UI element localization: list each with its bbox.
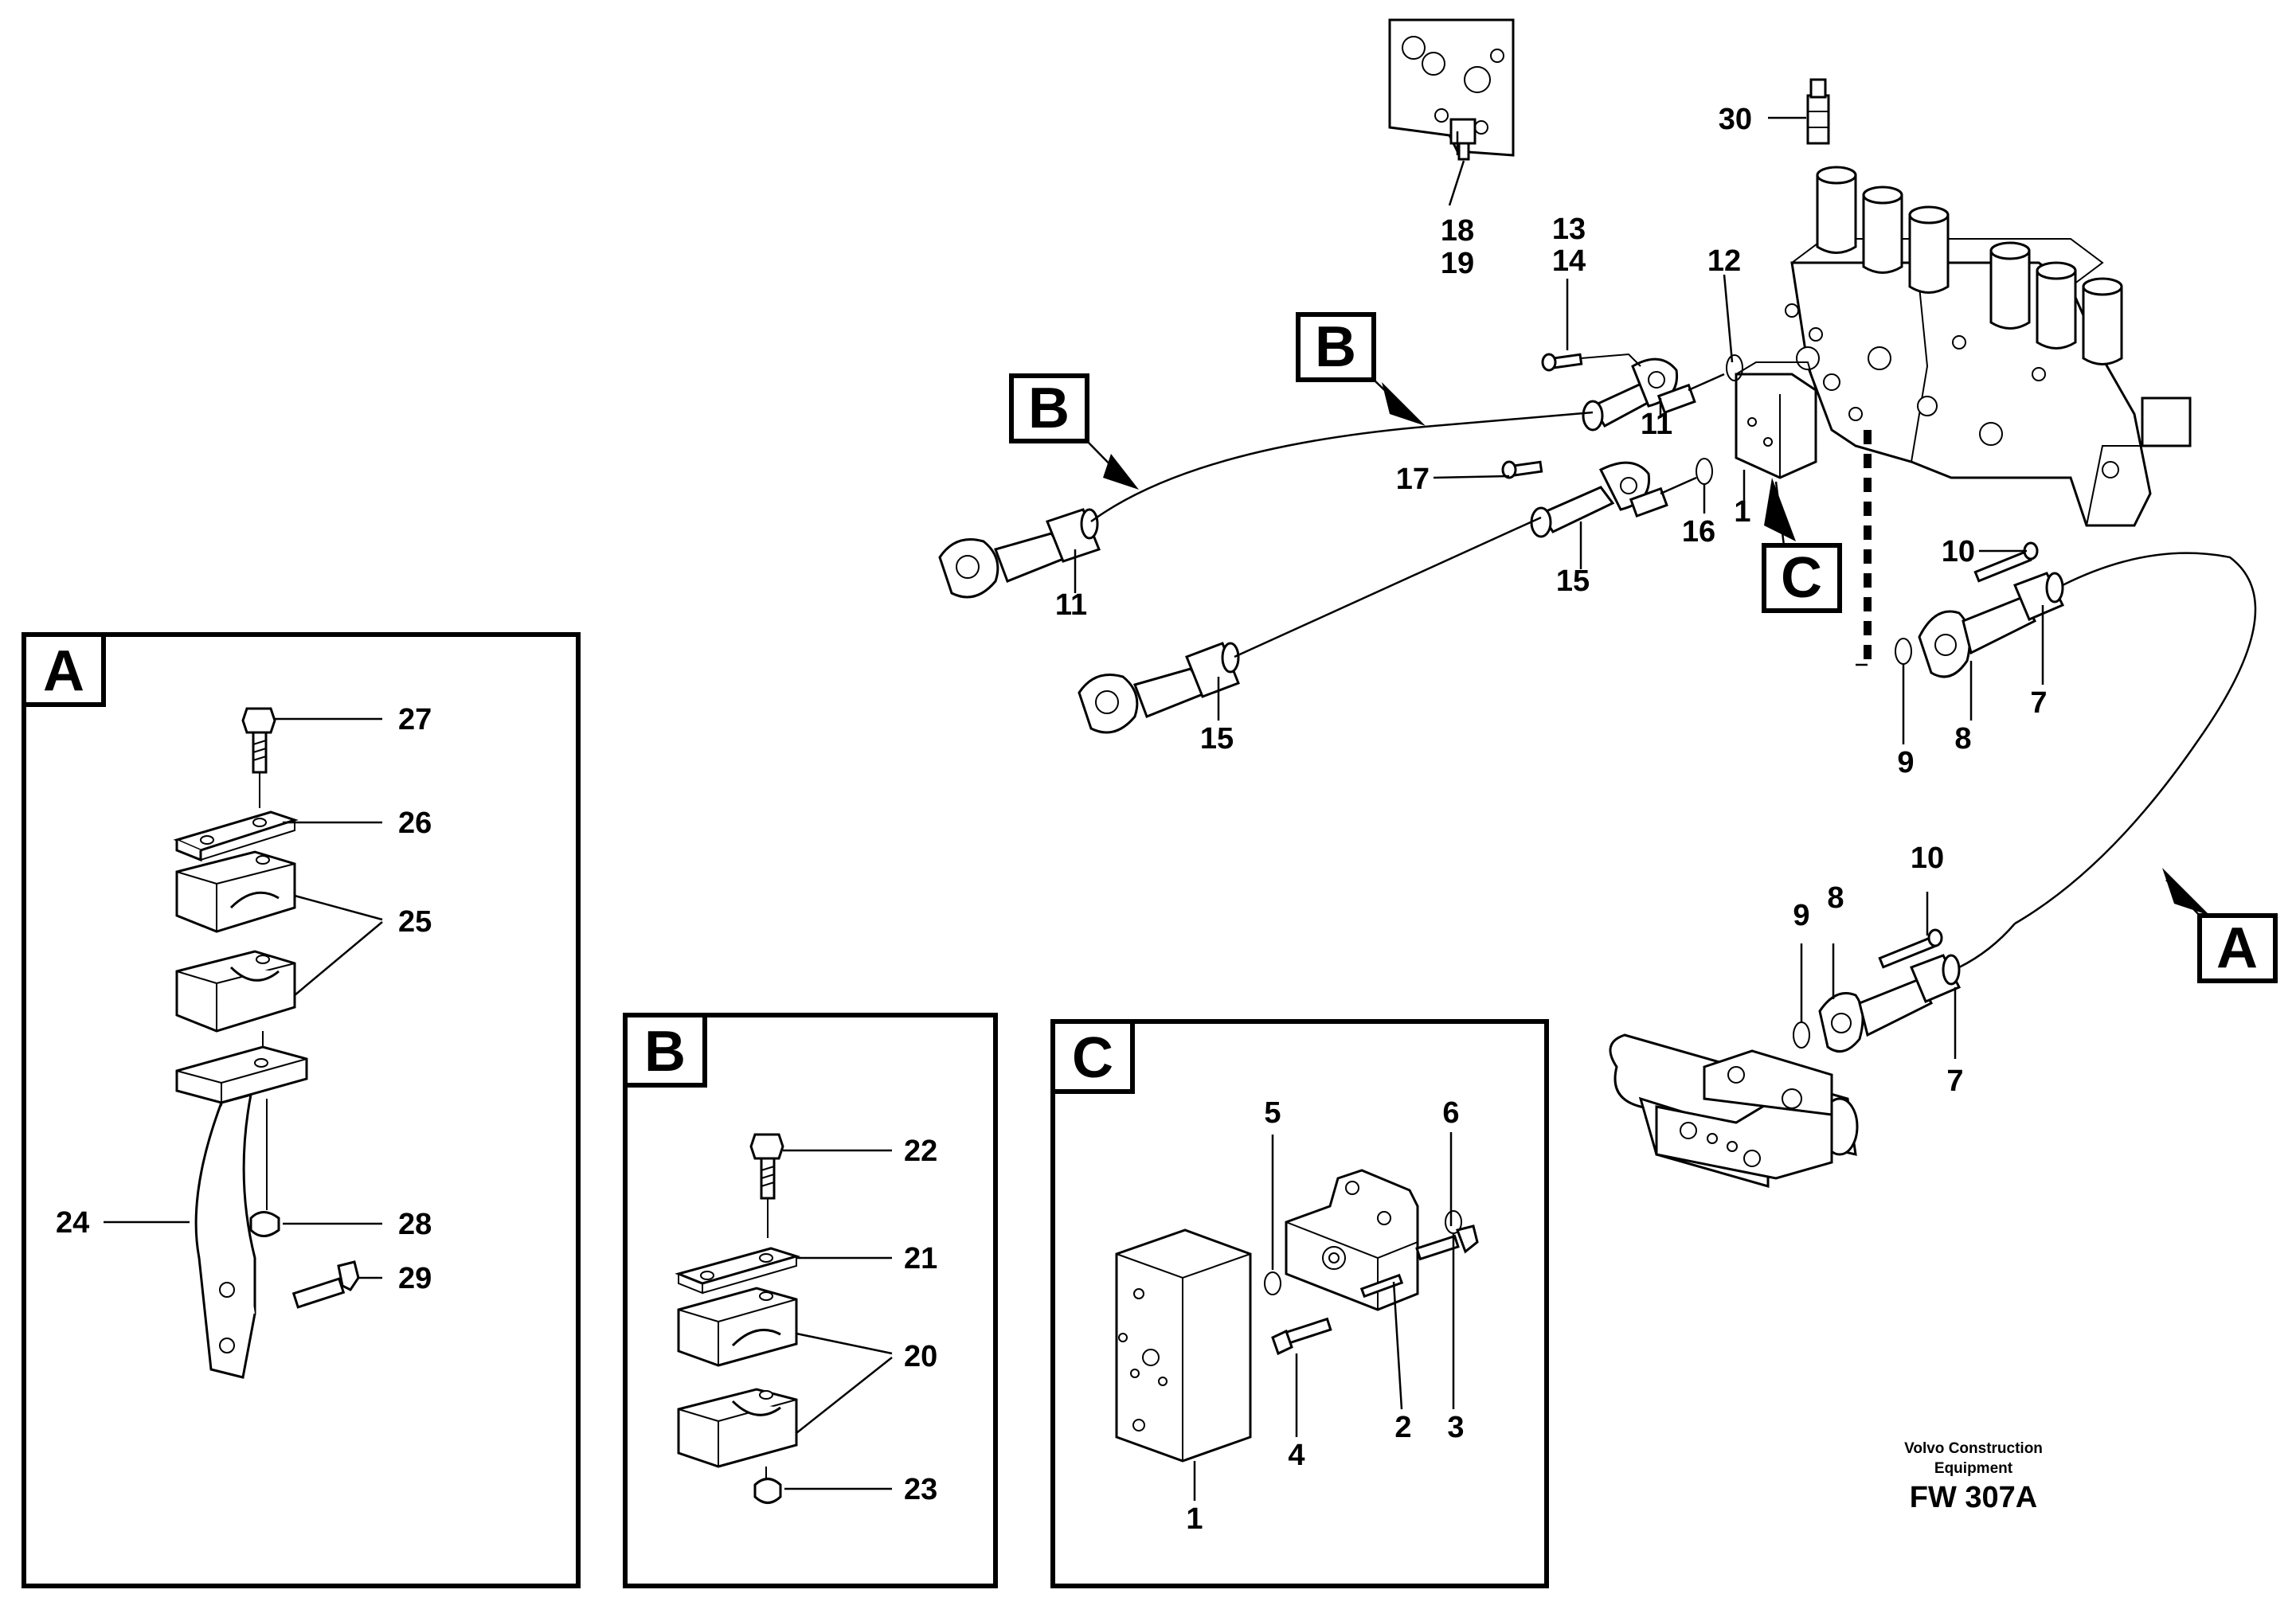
- callout-21: 21: [904, 1242, 937, 1275]
- callout-27: 27: [398, 703, 432, 736]
- callout-11-upper: 11: [1641, 408, 1672, 441]
- figure-code: FW 307A: [1910, 1481, 2037, 1514]
- hose-15-upper-flange: [1501, 458, 1713, 538]
- callout-2: 2: [1394, 1411, 1411, 1444]
- callout-9-upper: 9: [1897, 746, 1914, 779]
- hose-11-upper-flange: [1541, 353, 1743, 432]
- callout-18: 18: [1441, 214, 1474, 248]
- callout-25: 25: [398, 905, 432, 939]
- callout-9-lower: 9: [1793, 899, 1809, 932]
- hose-line-a: [2014, 552, 2257, 925]
- callout-17: 17: [1396, 463, 1430, 496]
- callout-30: 30: [1719, 103, 1752, 136]
- callout-26: 26: [398, 807, 432, 840]
- callout-3: 3: [1447, 1411, 1464, 1444]
- hose-15-lower-flange: [1078, 642, 1240, 734]
- solenoid-cylinders: [1816, 166, 2123, 365]
- ref-label-b-top: B: [1296, 312, 1426, 426]
- callout-19: 19: [1441, 247, 1474, 280]
- callout-28: 28: [398, 1208, 432, 1241]
- svg-text:B: B: [1315, 315, 1356, 379]
- control-valve-block: [1785, 78, 2192, 666]
- callout-29: 29: [398, 1262, 432, 1295]
- callout-22: 22: [904, 1135, 937, 1168]
- leader-lines-main: [1074, 116, 2044, 1059]
- callout-14: 14: [1552, 244, 1586, 278]
- upper-valve-section: [1388, 18, 1515, 161]
- callout-5: 5: [1264, 1096, 1281, 1130]
- callout-7-lower: 7: [1946, 1064, 1963, 1098]
- callout-7-upper: 7: [2030, 686, 2047, 720]
- svg-text:C: C: [1781, 546, 1822, 610]
- ref-label-b-left: B: [1009, 373, 1139, 490]
- hose-7-upper: [1895, 541, 2065, 678]
- callout-15-upper: 15: [1556, 564, 1590, 598]
- hose-line-15: [1234, 516, 1542, 658]
- callout-10-upper: 10: [1942, 535, 1975, 568]
- ref-label-a-right: A: [2162, 868, 2278, 983]
- test-fitting: [1806, 78, 1830, 145]
- detail-panel-a: A: [22, 632, 581, 1588]
- callout-4: 4: [1288, 1439, 1304, 1472]
- svg-text:A: A: [2216, 916, 2258, 980]
- credit-line-1: Volvo Construction: [1904, 1440, 2043, 1457]
- detail-panel-c: C 5 6 2 3: [1050, 1019, 1549, 1588]
- detail-panel-b: B 22 21 20 23: [623, 1013, 998, 1588]
- svg-text:C: C: [1072, 1026, 1113, 1090]
- callout-24: 24: [56, 1206, 89, 1240]
- callout-8-lower: 8: [1827, 881, 1844, 915]
- callout-11-lower: 11: [1055, 588, 1087, 622]
- callout-16: 16: [1682, 515, 1715, 549]
- credit-line-2: Equipment: [1934, 1460, 2013, 1477]
- callout-20: 20: [904, 1340, 937, 1373]
- callout-12: 12: [1707, 244, 1741, 278]
- callout-15-lower: 15: [1200, 722, 1234, 756]
- hose-line-b: [1090, 411, 1594, 523]
- callout-13: 13: [1552, 213, 1586, 246]
- callout-8-upper: 8: [1954, 722, 1971, 756]
- callout-10-lower: 10: [1911, 842, 1944, 875]
- callout-1-main: 1: [1734, 495, 1750, 529]
- figure-credit: Volvo Construction Equipment FW 307A: [1904, 1440, 2043, 1514]
- hose-11-lower-flange: [938, 508, 1101, 599]
- callout-6: 6: [1442, 1096, 1459, 1130]
- hose-7-lower: [1793, 928, 1962, 1053]
- adapter-block-main: [1735, 361, 1817, 479]
- callout-1-detail: 1: [1186, 1502, 1203, 1536]
- callout-numbers-main: 30 18 19 13 14 12 11 17 16 1 15 11 15 10…: [1055, 103, 2048, 1098]
- svg-text:A: A: [43, 639, 84, 703]
- tube-manifold: [1609, 1033, 1859, 1188]
- svg-text:B: B: [644, 1020, 686, 1084]
- callout-23: 23: [904, 1473, 937, 1506]
- svg-text:B: B: [1028, 377, 1070, 440]
- ref-label-c-main: C: [1762, 478, 1842, 613]
